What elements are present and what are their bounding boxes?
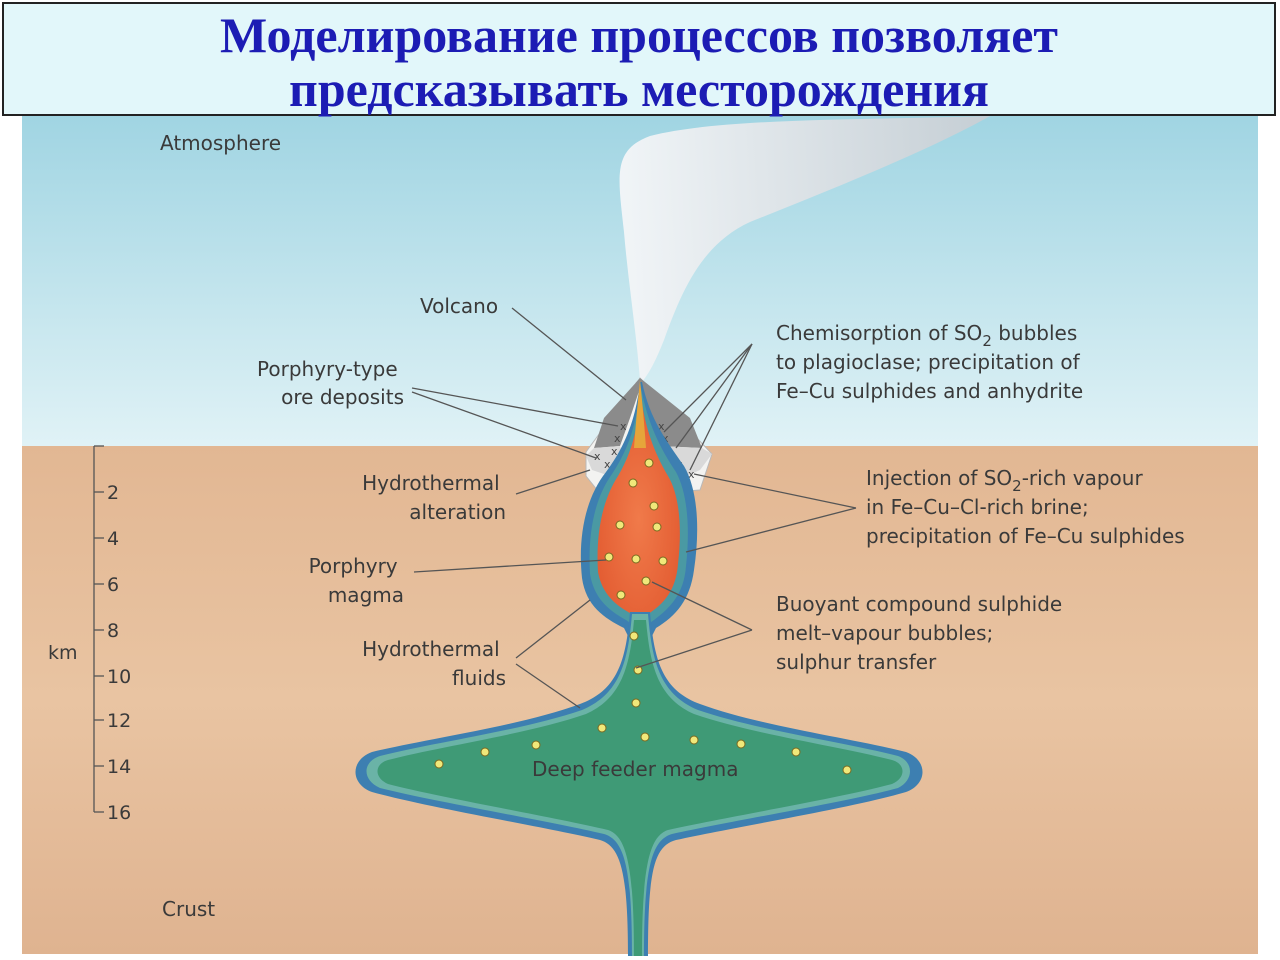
slide-title-line-1: Моделирование процессов позволяет [220, 7, 1058, 63]
depth-tick-labels: 2 4 6 8 10 12 14 16 km [48, 482, 131, 824]
svg-text:x: x [611, 445, 618, 458]
injection-label: Injection of SO2-rich vapour in Fe–Cu–Cl… [866, 466, 1185, 548]
deep-feeder-magma-body [377, 620, 903, 956]
hydrothermal-alteration-label: Hydrothermal alteration [362, 471, 506, 524]
porphyry-magma-body [597, 396, 680, 620]
atmosphere-label: Atmosphere [160, 131, 281, 155]
svg-text:x: x [594, 450, 601, 463]
slide-title-line-2: предсказывать месторождения [289, 61, 989, 117]
buoyant-bubbles-label: Buoyant compound sulphide melt–vapour bu… [776, 592, 1069, 674]
depth-tick: 8 [107, 620, 119, 642]
porphyry-deposits-label: Porphyry-type ore deposits [257, 357, 404, 409]
svg-text:x: x [688, 468, 695, 481]
svg-text:x: x [658, 420, 665, 433]
svg-text:x: x [662, 432, 669, 445]
porphyry-bubbles [604, 458, 668, 600]
volcanic-plume [619, 116, 990, 382]
feeder-bubbles [434, 631, 852, 775]
depth-tick: 12 [107, 710, 131, 732]
deep-feeder-magma-label: Deep feeder magma [532, 757, 738, 781]
leader-lines [411, 307, 857, 709]
hydrothermal-fluids-label: Hydrothermal fluids [362, 637, 506, 690]
depth-tick: 4 [107, 528, 119, 550]
depth-scale [93, 445, 104, 813]
volcano-label: Volcano [420, 294, 498, 318]
depth-tick: 14 [107, 756, 131, 778]
volcanic-conduit [634, 380, 646, 448]
chemisorption-label: Chemisorption of SO2 bubbles to plagiocl… [776, 321, 1086, 403]
depth-tick: 6 [107, 574, 119, 596]
depth-unit-label: km [48, 642, 78, 664]
depth-tick: 2 [107, 482, 119, 504]
porphyry-magma-label: Porphyry magma [309, 554, 404, 607]
svg-text:x: x [604, 458, 611, 471]
depth-tick: 16 [107, 802, 131, 824]
depth-tick: 10 [107, 666, 131, 688]
svg-text:x: x [614, 432, 621, 445]
porphyry-ore-deposits [594, 378, 702, 448]
slide-title-box: Моделирование процессов позволяет предск… [2, 2, 1276, 116]
crust-label: Crust [162, 897, 215, 921]
svg-text:x: x [620, 420, 627, 433]
